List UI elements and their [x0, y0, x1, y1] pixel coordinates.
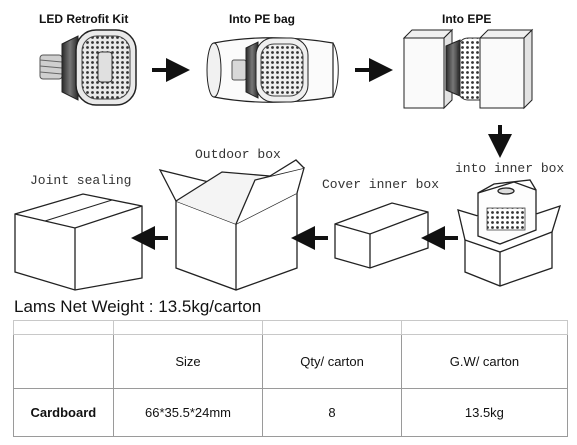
label-joint-sealing: Joint sealing [30, 173, 132, 188]
pe-bag-image [206, 37, 339, 103]
epe-foam-image [402, 28, 534, 110]
cell-gross-weight: 13.5kg [400, 388, 569, 437]
outdoor-box-image [158, 159, 305, 291]
label-into-pe-bag: Into PE bag [229, 12, 295, 26]
header-empty [13, 334, 114, 389]
label-cover-inner-box: Cover inner box [322, 177, 440, 192]
led-retrofit-kit-image [39, 29, 137, 106]
joint-sealing-box-image [14, 193, 143, 291]
header-gross-weight-per-carton: G.W/ carton [400, 334, 569, 389]
label-into-inner-box: into inner box [455, 161, 565, 176]
cell-qty: 8 [262, 388, 402, 437]
table-top-strip [13, 320, 569, 335]
inner-box-image [457, 179, 561, 287]
packing-process-diagram [14, 28, 561, 291]
carton-spec-table: Size Qty/ carton G.W/ carton Cardboard 6… [13, 320, 569, 437]
net-weight-note: Lams Net Weight : 13.5kg/carton [14, 297, 262, 316]
label-led-retrofit-kit: LED Retrofit Kit [39, 12, 129, 26]
label-into-epe: Into EPE [442, 12, 492, 26]
table-header-row: Size Qty/ carton G.W/ carton [13, 334, 569, 389]
table-row: Cardboard 66*35.5*24mm 8 13.5kg [13, 388, 569, 437]
cover-inner-box-image [334, 202, 429, 269]
header-size: Size [112, 334, 264, 389]
header-qty-per-carton: Qty/ carton [262, 334, 402, 389]
label-outdoor-box: Outdoor box [195, 147, 281, 162]
row-type-cardboard: Cardboard [13, 388, 114, 437]
cell-size: 66*35.5*24mm [112, 388, 264, 437]
